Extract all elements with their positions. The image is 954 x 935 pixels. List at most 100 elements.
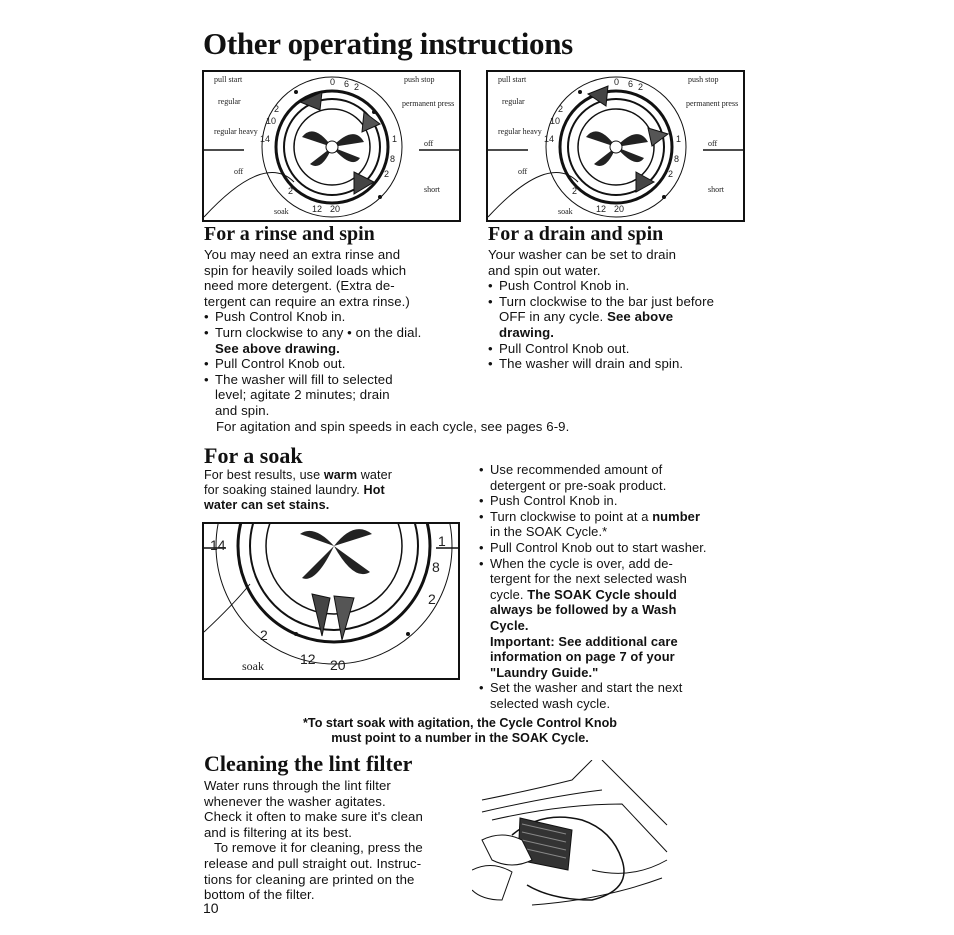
rinse-intro-line: need more detergent. (Extra de- [204, 278, 395, 294]
drain-step: Pull Control Knob out. [488, 341, 758, 357]
soak-step: Set the washer and start the next [479, 680, 754, 696]
soak-steps: Use recommended amount of detergent or p… [479, 462, 754, 712]
dial-number: 2 [384, 169, 389, 179]
soak-step: Use recommended amount of [479, 462, 754, 478]
lint-line: release and pull straight out. Instruc- [204, 855, 422, 871]
drain-intro-line: Your washer can be set to drain [488, 247, 677, 262]
soak-intro: For best results, use warm water for soa… [204, 468, 464, 513]
short-label: short [708, 185, 725, 194]
soak-heading: For a soak [204, 443, 303, 468]
dial-number: 10 [550, 116, 560, 126]
dial-number: 2 [572, 186, 577, 196]
drain-intro-line: and spin out water. [488, 262, 601, 278]
soak-step-cont: detergent or pre-soak product. [490, 477, 667, 493]
soak-important: Important: See additional care [490, 633, 678, 649]
soak-step: Push Control Knob in. [479, 493, 754, 509]
dial-number: 2 [638, 82, 643, 92]
soak-warm-emphasis: warm [323, 468, 358, 482]
dial-number: 14 [210, 537, 226, 553]
soak-step-cont: cycle. [490, 586, 524, 602]
dial-number: 0 [330, 77, 335, 87]
soak-step: Turn clockwise to point at a [490, 508, 649, 524]
soak-hot-emphasis: Hot [363, 483, 385, 497]
footnote-line: must point to a number in the SOAK Cycle… [331, 731, 589, 745]
lint-section: Water runs through the lint filter whene… [204, 778, 474, 903]
dial-number: 2 [558, 104, 563, 114]
dial-number: 1 [438, 533, 446, 549]
push-stop-label: push stop [404, 75, 434, 84]
dial-number: 2 [428, 591, 436, 607]
short-label: short [424, 185, 441, 194]
drain-step: The washer will drain and spin. [488, 356, 758, 372]
drain-step-emphasis: See above [607, 309, 674, 325]
soak-dial-illustration: 14 1 8 2 2 12 20 soak [202, 522, 460, 680]
rinse-step: The washer will fill to selected [204, 372, 474, 388]
rinse-intro-line: tergent can require an extra rinse.) [204, 293, 410, 309]
lint-line: bottom of the filter. [204, 887, 315, 903]
dial-number: 2 [260, 627, 268, 643]
dial-number: 6 [344, 79, 349, 89]
dial-number: 10 [266, 116, 276, 126]
soak-intro-text: for soaking stained laundry. [204, 483, 360, 497]
soak-important: information on page 7 of your [490, 649, 675, 665]
soak-step-emphasis: The SOAK Cycle should [527, 586, 677, 602]
rinse-intro-line: You may need an extra rinse and [204, 247, 401, 262]
dial-number: 2 [354, 82, 359, 92]
dial-number: 14 [544, 134, 554, 144]
rinse-step-cont: level; agitate 2 minutes; drain [215, 387, 390, 403]
soak-label: soak [558, 207, 573, 216]
off-label: off [518, 167, 528, 176]
dial-number: 14 [260, 134, 270, 144]
rinse-section: You may need an extra rinse and spin for… [204, 247, 474, 419]
soak-footnote: *To start soak with agitation, the Cycle… [250, 716, 670, 746]
dial-number: 6 [628, 79, 633, 89]
drain-step: Turn clockwise to the bar just before [488, 294, 758, 310]
dial-number: 8 [432, 559, 440, 575]
off-label-right: off [424, 139, 434, 148]
dial-number: 12 [596, 204, 606, 214]
rinse-dial-illustration: pull start push stop regular permanent p… [202, 70, 461, 222]
dial-number: 12 [300, 651, 316, 667]
regular-label: regular [502, 97, 525, 106]
drain-step-cont: OFF in any cycle. [499, 309, 604, 325]
soak-warning: water can set stains. [204, 498, 330, 512]
lint-filter-illustration [471, 759, 672, 910]
regular-heavy-label: regular heavy [214, 127, 258, 136]
permanent-press-label: permanent press [686, 99, 738, 108]
dial-number: 20 [330, 657, 346, 673]
soak-step-cont: selected wash cycle. [490, 695, 611, 711]
push-stop-label: push stop [688, 75, 718, 84]
rinse-step-emphasis: See above drawing. [215, 340, 340, 356]
dial-number: 20 [614, 204, 624, 214]
rinse-step: Turn clockwise to any • on the dial. [204, 325, 474, 341]
regular-heavy-label: regular heavy [498, 127, 542, 136]
drain-step-emphasis: drawing. [499, 324, 555, 340]
soak-label: soak [274, 207, 289, 216]
permanent-press-label: permanent press [402, 99, 454, 108]
dial-number: 8 [390, 154, 395, 164]
dial-number: 20 [330, 204, 340, 214]
soak-intro-text: water [360, 468, 393, 482]
lint-line: Water runs through the lint filter [204, 778, 391, 793]
rinse-intro-line: spin for heavily soiled loads which [204, 262, 407, 278]
drain-heading: For a drain and spin [488, 223, 664, 245]
soak-intro-text: For best results, use [204, 468, 321, 482]
footnote-line: *To start soak with agitation, the Cycle… [303, 716, 617, 730]
soak-step-cont: tergent for the next selected wash [490, 571, 687, 587]
lint-line: To remove it for cleaning, press the [214, 840, 423, 856]
lint-line: whenever the washer agitates. [204, 793, 386, 809]
soak-step-cont: in the SOAK Cycle.* [490, 524, 608, 540]
lint-line: Check it often to make sure it's clean [204, 809, 423, 825]
dial-number: 12 [312, 204, 322, 214]
regular-label: regular [218, 97, 241, 106]
drain-section: Your washer can be set to drain and spin… [488, 247, 758, 372]
dial-number: 1 [392, 134, 397, 144]
dial-number: 0 [614, 77, 619, 87]
dial-number: 2 [274, 104, 279, 114]
pull-start-label: pull start [498, 75, 527, 84]
pull-start-label: pull start [214, 75, 243, 84]
soak-label: soak [242, 659, 264, 673]
lint-line: tions for cleaning are printed on the [204, 871, 415, 887]
lint-heading: Cleaning the lint filter [204, 751, 413, 776]
soak-step: When the cycle is over, add de- [479, 556, 754, 572]
